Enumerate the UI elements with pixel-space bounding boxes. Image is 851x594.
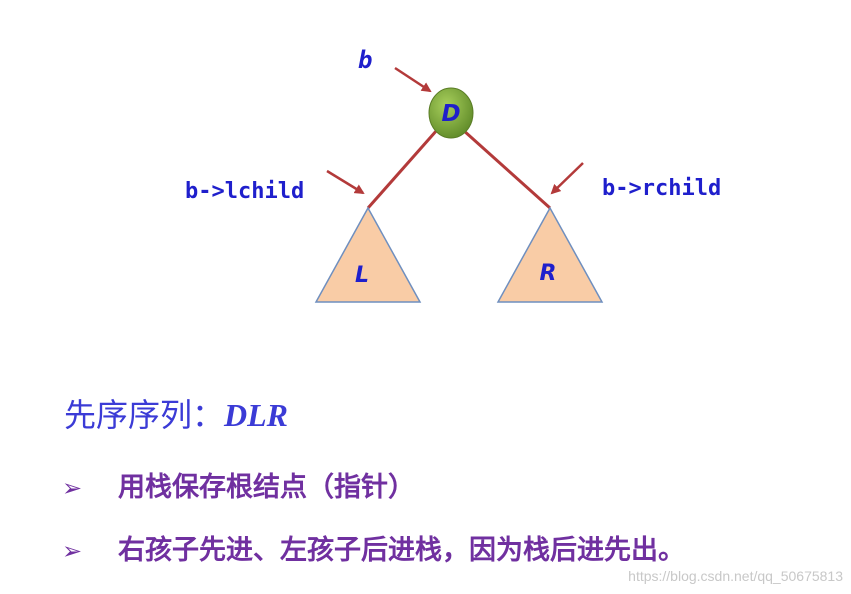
binary-tree-diagram: b D b->lchild b->rchild L R <box>185 46 721 303</box>
bullet-item-1: ➢ 用栈保存根结点（指针） <box>62 465 415 504</box>
right-subtree-label: R <box>540 261 557 286</box>
edge-right <box>461 128 552 210</box>
heading-prefix: 先序序列： <box>64 396 225 434</box>
bullet-arrow-icon: ➢ <box>62 474 83 502</box>
right-subtree-triangle <box>496 206 604 303</box>
watermark: https://blog.csdn.net/qq_50675813 <box>628 568 843 584</box>
root-node <box>428 87 474 139</box>
bullet-text: 右孩子先进、左孩子后进栈，因为栈后进先出。 <box>118 535 685 566</box>
pointer-label-b: b <box>358 46 372 74</box>
root-node-label: D <box>441 101 460 127</box>
pointer-label-lchild: b->lchild <box>185 179 304 204</box>
pointer-arrow-b <box>394 66 432 93</box>
preorder-heading: 先序序列：DLR <box>64 390 288 436</box>
left-subtree-label: L <box>355 263 369 288</box>
pointer-label-rchild: b->rchild <box>602 176 721 201</box>
left-subtree-triangle <box>314 206 422 303</box>
pointer-arrow-lchild <box>326 169 365 195</box>
pointer-arrow-rchild <box>550 162 584 195</box>
bullet-item-2: ➢ 右孩子先进、左孩子后进栈，因为栈后进先出。 <box>62 528 685 567</box>
edge-left <box>366 129 439 209</box>
bullet-text: 用栈保存根结点（指针） <box>118 472 415 503</box>
bullet-arrow-icon: ➢ <box>62 537 83 565</box>
heading-sequence: DLR <box>224 397 289 433</box>
